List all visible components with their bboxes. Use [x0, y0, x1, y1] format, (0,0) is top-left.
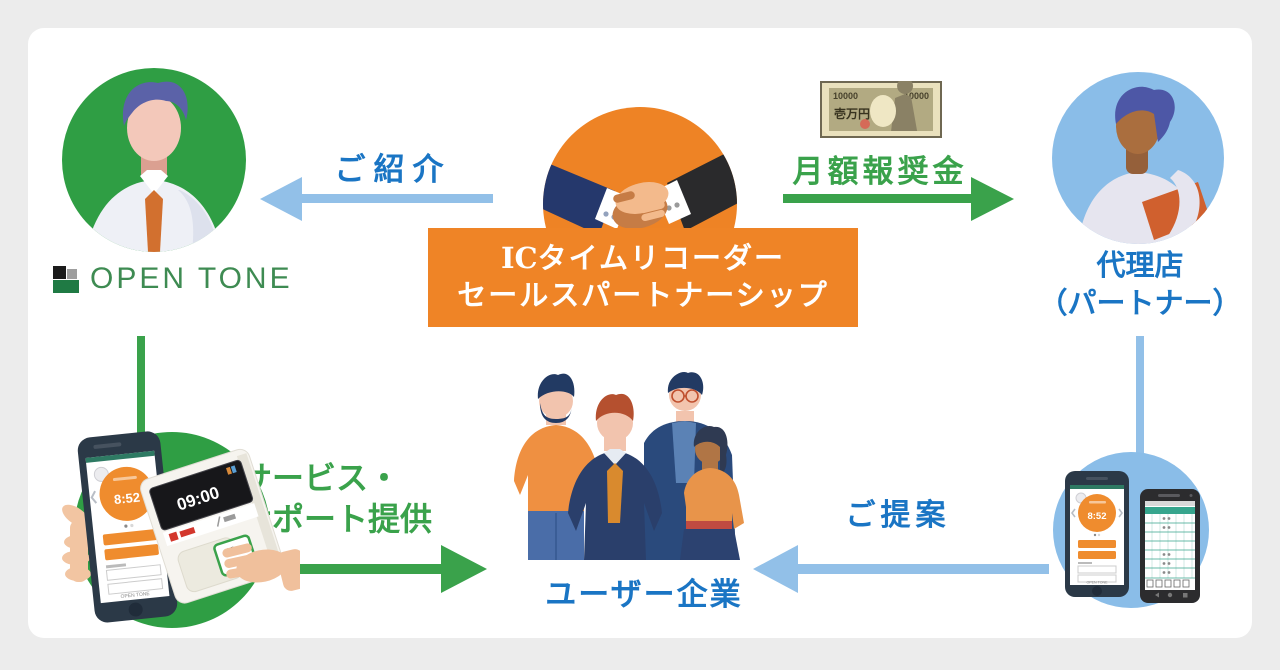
- user-woman: [680, 425, 744, 560]
- partnership-banner-line2: セールスパートナーシップ: [457, 280, 829, 312]
- service-devices-icon: 8:52 OPEN TONE 09:00 IC: [62, 431, 300, 628]
- service-arrow-icon: [228, 545, 487, 593]
- money-amount-right: 10000: [904, 91, 929, 101]
- partner-person: [1078, 86, 1210, 244]
- service-label: サービス・ サポート提供: [240, 460, 433, 537]
- reward-arrow-icon: [783, 177, 1014, 221]
- proposal-phone-footer: OPEN TONE: [1086, 581, 1108, 585]
- opentone-person: [86, 81, 222, 252]
- partner-avatar-icon: [1052, 72, 1224, 244]
- referral-label: ご紹介: [334, 152, 452, 187]
- proposal-arrow-icon: [753, 545, 1049, 593]
- partnership-banner: ICタイムリコーダー セールスパートナーシップ: [428, 228, 858, 327]
- service-phone-footer: OPEN TONE: [120, 591, 150, 600]
- opentone-logo-mark-icon: [53, 265, 79, 293]
- money-amount-left: 10000: [833, 91, 858, 101]
- users-group-icon: [514, 371, 744, 560]
- proposal-label: ご提案: [845, 499, 951, 532]
- proposal-devices-icon: 8:52 OPEN TONE: [1053, 452, 1209, 608]
- opentone-logo: OPEN TONE: [53, 262, 293, 296]
- users-label: ユーザー企業: [545, 577, 743, 612]
- connector-opentone-to-service: [137, 336, 145, 458]
- proposal-phone-timesheet: [1140, 489, 1200, 603]
- user-tie-man: [568, 393, 662, 560]
- proposal-phone-app: 8:52 OPEN TONE: [1065, 471, 1129, 597]
- proposal-phone-clock: 8:52: [1087, 511, 1106, 522]
- partner-label: 代理店 （パートナー）: [1038, 250, 1242, 320]
- opentone-avatar-icon: [62, 68, 246, 252]
- service-phone-clock: 8:52: [113, 490, 140, 508]
- tapping-hand: [222, 543, 300, 591]
- opentone-logo-text: OPEN TONE: [90, 262, 293, 295]
- reward-label: 月額報奨金: [792, 154, 968, 189]
- money-denomination-label: 壱万円: [834, 106, 870, 121]
- connector-partner-to-proposal: [1136, 336, 1144, 460]
- partnership-banner-line1: ICタイムリコーダー: [500, 241, 786, 275]
- money-bill-icon: 10000 10000 壱万円: [820, 81, 942, 138]
- referral-arrow-icon: [260, 177, 493, 221]
